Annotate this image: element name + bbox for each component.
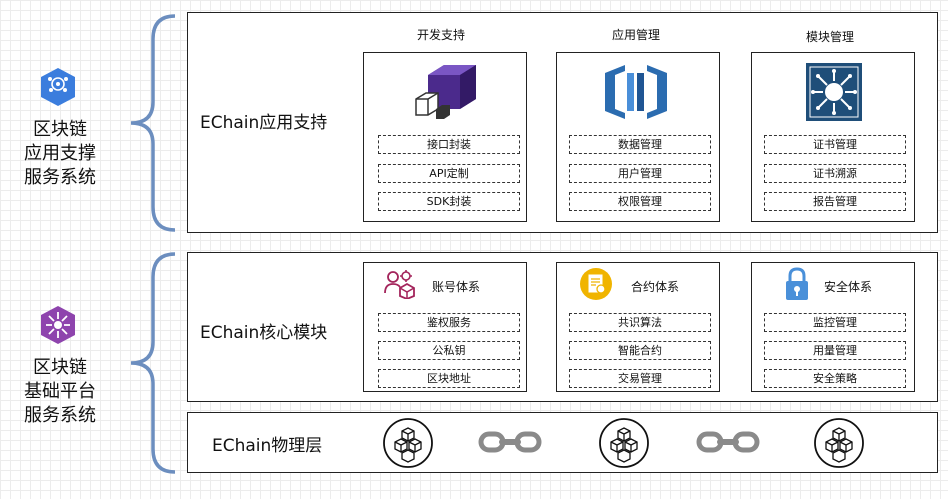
- card-title-security-system: 安全体系: [824, 280, 873, 294]
- card-module-management: 证书管理 证书溯源 报告管理: [751, 52, 915, 222]
- chip-usage-management: 用量管理: [764, 341, 906, 360]
- api-hexagon-icon: [41, 68, 75, 106]
- bracket-blocks-icon: [605, 65, 667, 119]
- chip-transaction: 交易管理: [569, 369, 711, 388]
- card-title-app-management: 应用管理: [612, 28, 661, 42]
- chip-cert-trace: 证书溯源: [764, 164, 906, 183]
- chip-monitor-management: 监控管理: [764, 313, 906, 332]
- card-contract-system: 合约体系 共识算法 智能合约 交易管理: [556, 262, 720, 392]
- app-layer-title: EChain应用支持: [200, 113, 328, 133]
- card-title-account-system: 账号体系: [432, 280, 481, 294]
- chain-link-icon: [478, 431, 542, 453]
- chip-sdk-wrap: SDK封装: [378, 192, 520, 211]
- physical-layer-panel: EChain物理层: [187, 412, 938, 473]
- chip-report-management: 报告管理: [764, 192, 906, 211]
- padlock-icon: [786, 267, 808, 300]
- chip-user-management: 用户管理: [569, 164, 711, 183]
- card-dev-support: 接口封装 API定制 SDK封装: [363, 52, 527, 222]
- chip-security-policy: 安全策略: [764, 369, 906, 388]
- chip-data-management: 数据管理: [569, 135, 711, 154]
- users-gear-icon: [384, 270, 415, 299]
- physical-layer-title: EChain物理层: [212, 436, 323, 456]
- chip-cert-management: 证书管理: [764, 135, 906, 154]
- app-support-label: 区块链 应用支撑 服务系统: [24, 119, 96, 188]
- chain-link-icon: [696, 431, 760, 453]
- chip-smart-contract: 智能合约: [569, 341, 711, 360]
- card-title-dev-support: 开发支持: [417, 28, 466, 42]
- blocks-icon: [814, 418, 864, 468]
- base-brace: [130, 252, 176, 474]
- network-hexagon-icon: [41, 306, 75, 344]
- app-brace: [130, 14, 176, 232]
- card-account-system: 账号体系 鉴权服务 公私钥 区块地址: [363, 262, 527, 392]
- card-security-system: 安全体系 监控管理 用量管理 安全策略: [751, 262, 915, 392]
- cube-stack-icon: [415, 65, 476, 119]
- chip-permission-management: 权限管理: [569, 192, 711, 211]
- card-app-management: 数据管理 用户管理 权限管理: [556, 52, 720, 222]
- chip-auth-service: 鉴权服务: [378, 313, 520, 332]
- chip-key-pair: 公私钥: [378, 341, 520, 360]
- contract-icon: [580, 268, 612, 300]
- chip-consensus: 共识算法: [569, 313, 711, 332]
- blocks-icon: [383, 418, 433, 468]
- card-title-contract-system: 合约体系: [631, 280, 680, 294]
- chip-api-custom: API定制: [378, 164, 520, 183]
- card-title-module-management: 模块管理: [806, 30, 855, 44]
- circuit-board-icon: [806, 63, 862, 121]
- chip-api-wrap: 接口封装: [378, 135, 520, 154]
- blocks-icon: [599, 418, 649, 468]
- base-platform-label: 区块链 基础平台 服务系统: [24, 357, 96, 426]
- core-layer-title: EChain核心模块: [200, 323, 328, 343]
- chip-block-address: 区块地址: [378, 369, 520, 388]
